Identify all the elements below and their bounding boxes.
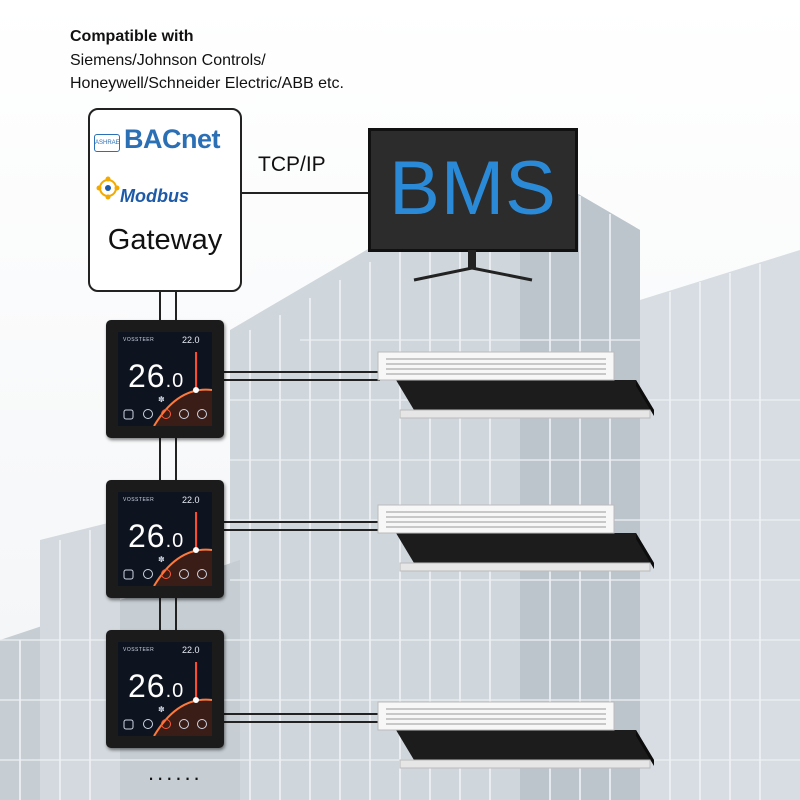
- temperature-integer: 26: [128, 518, 166, 554]
- thermostat-setpoint: 22.0: [182, 645, 200, 655]
- ashrae-logo: ASHRAE: [94, 134, 120, 152]
- gateway-box: ASHRAE BACnet Modbus Gateway: [88, 108, 242, 292]
- bms-monitor: BMS: [368, 128, 578, 252]
- continuation-dots: ......: [148, 760, 203, 785]
- thermostat-screen: ✽ VOSSTEER 22.0 26.0: [118, 642, 212, 736]
- bacnet-logo: BACnet: [124, 124, 221, 154]
- thermostat-screen: ✽ VOSSTEER 22.0 26.0: [118, 332, 212, 426]
- compatible-brands-line-1: Siemens/Johnson Controls/: [70, 52, 266, 69]
- svg-text:✽: ✽: [158, 555, 165, 564]
- tcp-ip-label: TCP/IP: [258, 153, 326, 176]
- compatible-heading: Compatible with: [70, 28, 194, 45]
- thermostat-temperature: 26.0: [128, 518, 184, 555]
- modbus-logo: Modbus: [120, 186, 189, 206]
- temperature-decimal: .0: [165, 370, 185, 392]
- temperature-integer: 26: [128, 358, 166, 394]
- temperature-decimal: .0: [165, 530, 185, 552]
- thermostat-brand: VOSSTEER: [123, 337, 155, 343]
- fan-coil-unit-icon: [377, 701, 654, 769]
- thermostat-temperature: 26.0: [128, 668, 184, 705]
- temperature-integer: 26: [128, 668, 166, 704]
- svg-text:✽: ✽: [158, 395, 165, 404]
- thermostat-screen: ✽ VOSSTEER 22.0 26.0: [118, 492, 212, 586]
- monitor-stand-icon: [413, 250, 533, 282]
- thermostat-brand: VOSSTEER: [123, 497, 155, 503]
- thermostat-brand: VOSSTEER: [123, 647, 155, 653]
- svg-text:✽: ✽: [158, 705, 165, 714]
- bms-label: BMS: [389, 146, 557, 231]
- thermostat-screen-art: ✽: [123, 512, 212, 586]
- thermostat-1: ✽ VOSSTEER 22.0 26.0: [106, 320, 224, 438]
- thermostat-screen-art: ✽: [123, 662, 212, 736]
- gateway-label: Gateway: [107, 224, 223, 256]
- fan-coil-unit-icon: [377, 351, 654, 419]
- temperature-decimal: .0: [165, 680, 185, 702]
- compatible-brands-line-2: Honeywell/Schneider Electric/ABB etc.: [70, 75, 344, 92]
- thermostat-temperature: 26.0: [128, 358, 184, 395]
- modbus-icon: [96, 176, 120, 200]
- thermostat-2: ✽ VOSSTEER 22.0 26.0: [106, 480, 224, 598]
- thermostat-3: ✽ VOSSTEER 22.0 26.0: [106, 630, 224, 748]
- fan-coil-unit-icon: [377, 504, 654, 572]
- thermostat-setpoint: 22.0: [182, 495, 200, 505]
- thermostat-screen-art: ✽: [123, 352, 212, 426]
- thermostat-setpoint: 22.0: [182, 335, 200, 345]
